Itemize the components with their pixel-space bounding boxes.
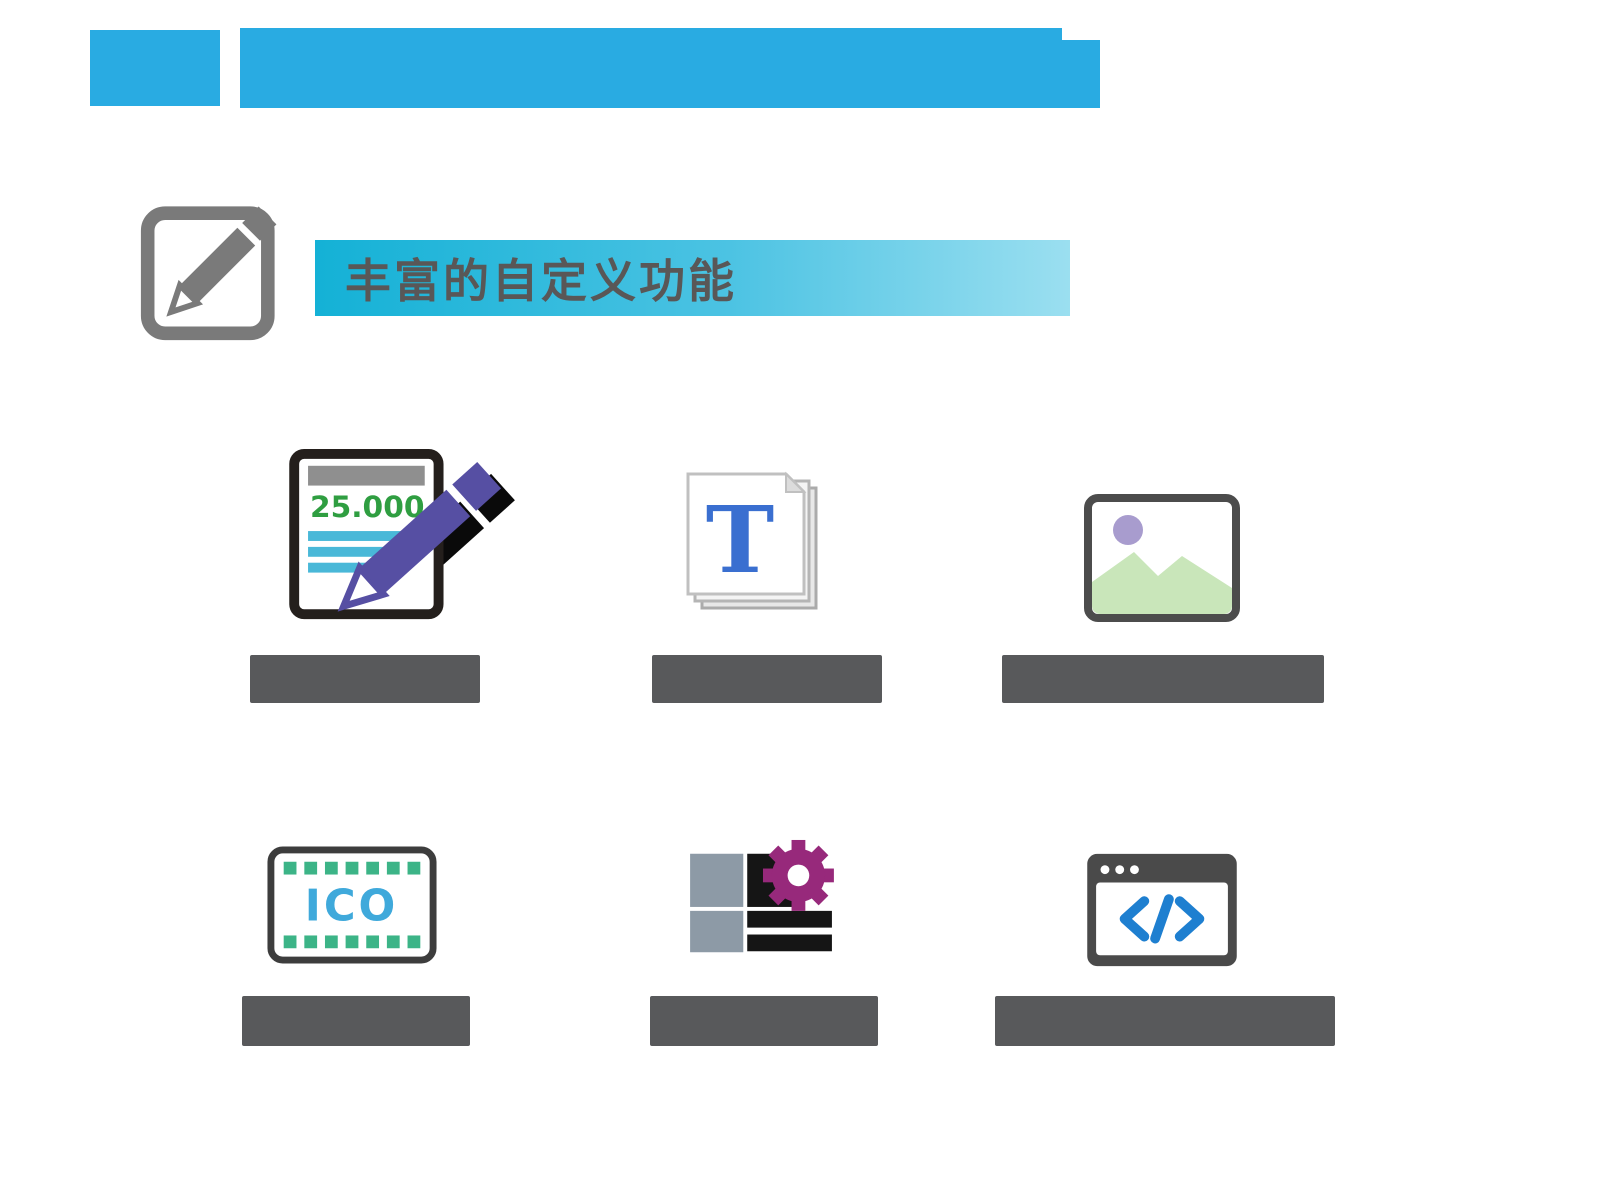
edit-pencil-icon — [138, 188, 293, 343]
invoice-edit-icon: 25.000 — [282, 448, 520, 626]
feature-label-bar — [250, 655, 480, 703]
text-pages-icon: T — [668, 468, 843, 618]
section-title-bar: 丰富的自定义功能 — [315, 240, 1070, 316]
feature-label-bar — [995, 996, 1335, 1046]
section-title: 丰富的自定义功能 — [345, 255, 737, 307]
code-window-icon — [1082, 850, 1242, 970]
feature-label-bar — [242, 996, 470, 1046]
feature-label-bar — [1002, 655, 1324, 703]
svg-text:25.000: 25.000 — [310, 489, 424, 524]
ico-strip-icon: ICO — [266, 845, 438, 965]
heading-title-bar-end — [1062, 40, 1100, 108]
svg-text:ICO: ICO — [305, 882, 398, 932]
heading-number-badge — [90, 30, 220, 106]
feature-label-bar — [652, 655, 882, 703]
picture-icon — [1082, 492, 1242, 624]
layout-gear-icon — [688, 838, 836, 968]
svg-text:T: T — [706, 486, 774, 594]
feature-label-bar — [650, 996, 878, 1046]
heading-title-bar — [240, 28, 1062, 108]
